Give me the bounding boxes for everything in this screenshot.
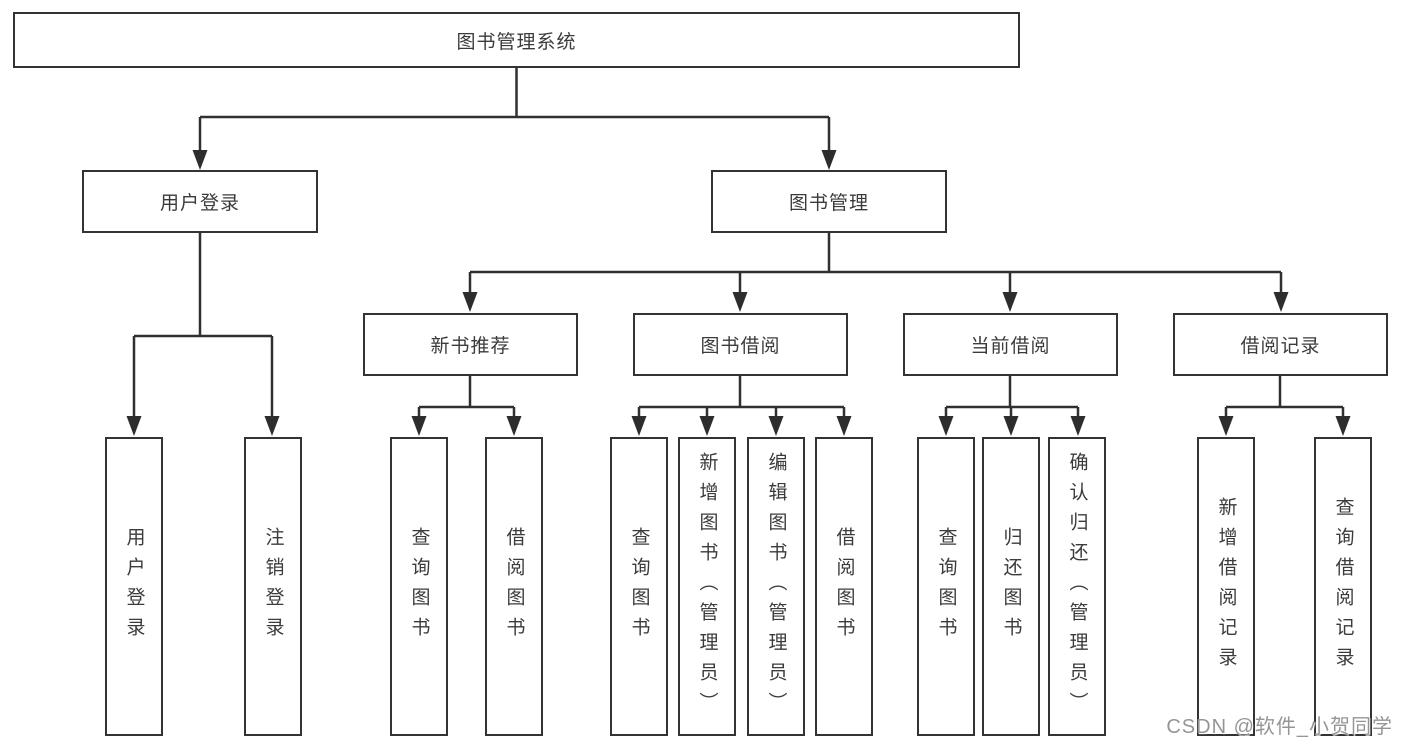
csdn-watermark: CSDN @软件_小贺同学: [1166, 716, 1393, 738]
leaf-user-login: 用户登录: [105, 437, 163, 736]
node-book-management: 图书管理: [711, 170, 947, 233]
node-new-book-recommend: 新书推荐: [363, 313, 578, 376]
leaf-add-book-admin: 新增图书（管理员）: [678, 437, 736, 736]
leaf-query-books-current: 查询图书: [917, 437, 975, 736]
leaf-logout: 注销登录: [244, 437, 302, 736]
node-book-borrow: 图书借阅: [633, 313, 848, 376]
node-borrow-records: 借阅记录: [1173, 313, 1388, 376]
leaf-confirm-return-admin: 确认归还（管理员）: [1048, 437, 1106, 736]
leaf-return-book: 归还图书: [982, 437, 1040, 736]
node-current-borrow: 当前借阅: [903, 313, 1118, 376]
leaf-borrow-books: 借阅图书: [815, 437, 873, 736]
leaf-query-books-recommend: 查询图书: [390, 437, 448, 736]
node-user-login: 用户登录: [82, 170, 318, 233]
leaf-borrow-books-recommend: 借阅图书: [485, 437, 543, 736]
leaf-query-borrow-record: 查询借阅记录: [1314, 437, 1372, 736]
leaf-add-borrow-record: 新增借阅记录: [1197, 437, 1255, 736]
node-library-management-system: 图书管理系统: [13, 12, 1020, 68]
leaf-query-books-borrow: 查询图书: [610, 437, 668, 736]
leaf-edit-book-admin: 编辑图书（管理员）: [747, 437, 805, 736]
